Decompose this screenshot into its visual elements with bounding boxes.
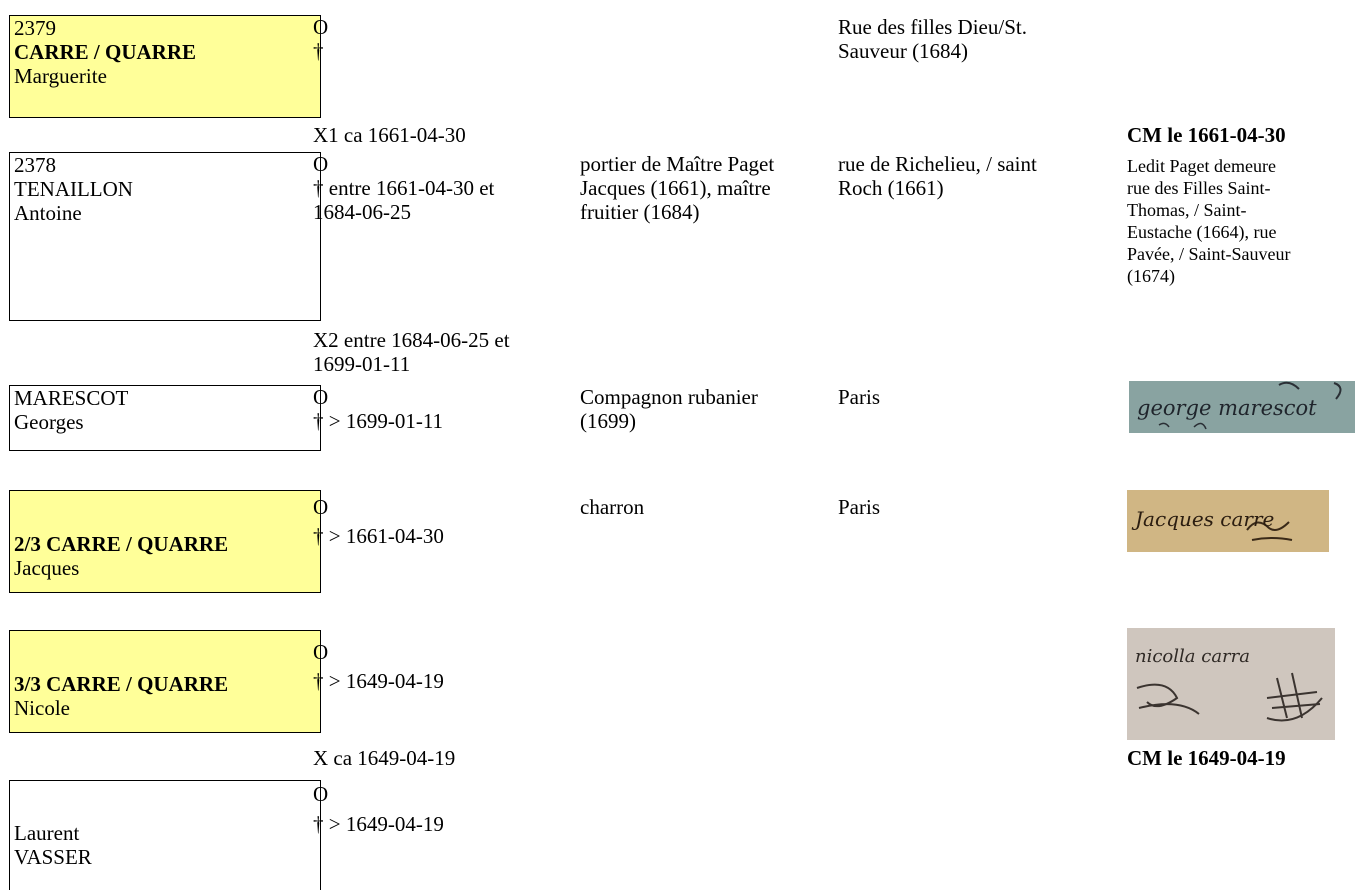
death-mark: 1684-06-25 [313,200,411,224]
note-line: Pavée, / Saint-Sauveur [1127,244,1291,264]
residence-line: Sauveur (1684) [838,39,969,63]
person-surname: VASSER [14,845,92,869]
person-surname: MARESCOT [14,386,129,410]
person-firstname: Georges [14,410,84,434]
occupation-line: fruitier (1684) [580,200,700,224]
occupation: charron [580,495,645,519]
person-box-nicole: 3/3 CARRE / QUARRE Nicole [9,630,321,733]
marriage-contract: CM le 1661-04-30 [1127,123,1286,147]
death-mark: † > 1649-04-19 [313,812,444,836]
birth-mark: O [313,782,329,806]
life-dates: O † > 1661-04-30 [313,495,583,548]
birth-mark: O [313,152,329,176]
death-mark: † entre 1661-04-30 et [313,176,495,200]
signature-text: george marescot [1137,396,1317,420]
person-firstname: Nicole [14,696,70,720]
birth-mark: O [313,385,329,409]
residence-line: Roch (1661) [838,176,944,200]
residence: Paris [838,495,880,519]
birth-mark: O [313,15,329,39]
person-box-antoine: 2378 TENAILLON Antoine [9,152,321,321]
birth-mark: O [313,640,329,664]
person-firstname: Antoine [14,201,82,225]
signature-image: nicolla carra [1127,628,1335,740]
note: Ledit Paget demeure rue des Filles Saint… [1127,155,1352,287]
marriage-label-line: X2 entre 1684-06-25 et [313,328,510,352]
person-firstname: Laurent [14,821,80,845]
residence-line: rue de Richelieu, / saint [838,152,1037,176]
death-mark: † [313,39,324,63]
person-firstname: Marguerite [14,64,107,88]
death-mark: † > 1649-04-19 [313,669,444,693]
person-id: 2379 [14,16,56,40]
marriage-contract: CM le 1649-04-19 [1127,746,1286,770]
death-mark: † > 1661-04-30 [313,524,444,548]
note-line: Eustache (1664), rue [1127,222,1277,242]
note-line: Thomas, / Saint- [1127,200,1247,220]
signature-image: george marescot [1129,381,1355,433]
occupation-line: (1699) [580,409,636,433]
life-dates: O † > 1699-01-11 [313,385,583,433]
person-box-georges: MARESCOT Georges [9,385,321,451]
note-line: rue des Filles Saint- [1127,178,1271,198]
residence-line: Rue des filles Dieu/St. [838,15,1027,39]
life-dates: O † [313,15,583,63]
occupation-line: Compagnon rubanier [580,385,758,409]
person-id: 2378 [14,153,56,177]
person-box-jacques: 2/3 CARRE / QUARRE Jacques [9,490,321,593]
marriage-label-line: 1699-01-11 [313,352,411,376]
signature-image: Jacques carre [1127,490,1329,552]
person-surname: TENAILLON [14,177,133,201]
life-dates: O † > 1649-04-19 [313,640,583,693]
signature-text: Jacques carre [1131,507,1274,531]
residence: Paris [838,385,880,409]
residence: Rue des filles Dieu/St. Sauveur (1684) [838,15,1108,63]
signature-text: nicolla carra [1135,646,1250,667]
marriage-label: X2 entre 1684-06-25 et 1699-01-11 [313,328,583,376]
note-line: Ledit Paget demeure [1127,156,1276,176]
occupation-line: Jacques (1661), maître [580,176,771,200]
person-surname: CARRE / QUARRE [14,40,197,64]
occupation: Compagnon rubanier (1699) [580,385,830,433]
person-box-laurent: Laurent VASSER [9,780,321,890]
note-line: (1674) [1127,266,1175,286]
life-dates: O † > 1649-04-19 [313,782,583,836]
person-box-marguerite: 2379 CARRE / QUARRE Marguerite [9,15,321,118]
marriage-label: X1 ca 1661-04-30 [313,123,466,147]
person-rank: 2/3 CARRE / QUARRE [14,532,229,556]
life-dates: O † entre 1661-04-30 et 1684-06-25 [313,152,583,224]
birth-mark: O [313,495,329,519]
residence: rue de Richelieu, / saint Roch (1661) [838,152,1108,200]
person-rank: 3/3 CARRE / QUARRE [14,672,229,696]
occupation: portier de Maître Paget Jacques (1661), … [580,152,830,224]
occupation-line: portier de Maître Paget [580,152,775,176]
marriage-label: X ca 1649-04-19 [313,746,456,770]
person-firstname: Jacques [14,556,80,580]
death-mark: † > 1699-01-11 [313,409,444,433]
